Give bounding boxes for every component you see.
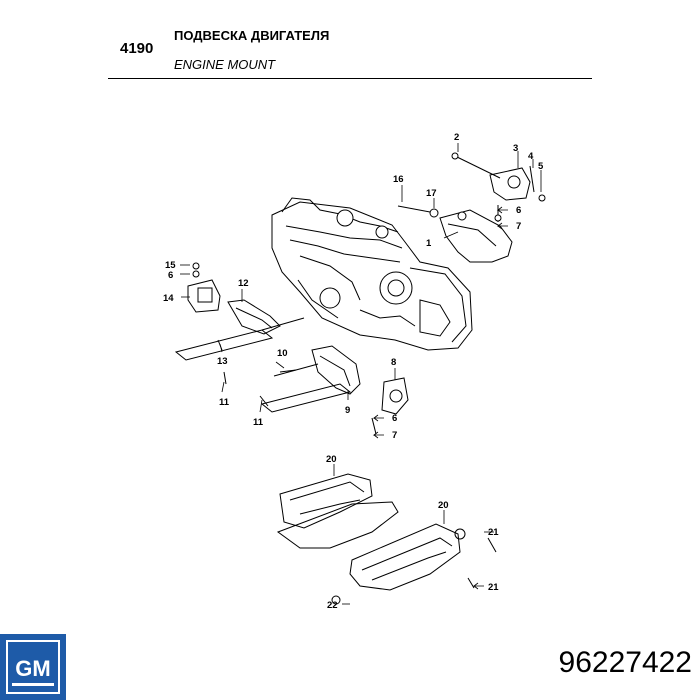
callout-16: 16 — [393, 174, 404, 185]
skid-plates — [276, 473, 497, 605]
callout-15: 15 — [165, 260, 176, 271]
callout-14: 14 — [163, 293, 174, 304]
gm-logo: GM — [0, 634, 66, 700]
upper-right-mount — [397, 152, 546, 263]
callout-10: 10 — [277, 348, 288, 359]
header-divider — [108, 78, 592, 79]
callout-13: 13 — [217, 356, 228, 367]
part-number: 96227422 — [558, 646, 692, 679]
callout-21-upper: 21 — [488, 527, 499, 538]
callout-22: 22 — [327, 600, 338, 611]
callout-5: 5 — [538, 161, 544, 172]
section-title-ru: ПОДВЕСКА ДВИГАТЕЛЯ — [174, 28, 330, 43]
callout-7-lower: 7 — [392, 430, 397, 441]
callout-11-left: 11 — [219, 397, 230, 408]
callout-6-lower: 6 — [392, 413, 397, 424]
callout-17: 17 — [426, 188, 437, 199]
callout-2: 2 — [454, 132, 459, 143]
leader-lines — [180, 143, 542, 524]
callout-labels: 1 2 3 4 5 6 7 16 17 15 6 14 12 13 11 10 … — [163, 132, 544, 611]
callout-7-upper: 7 — [516, 221, 521, 232]
gm-logo-text: GM — [15, 656, 50, 681]
callout-20-left: 20 — [326, 454, 337, 465]
callout-9: 9 — [345, 405, 350, 416]
section-code: 4190 — [120, 40, 154, 57]
callout-1: 1 — [426, 238, 432, 249]
callout-21-lower: 21 — [488, 582, 499, 593]
callout-11-center: 11 — [253, 417, 264, 428]
section-title-en: ENGINE MOUNT — [174, 57, 276, 72]
lower-center-mount — [259, 345, 409, 435]
left-mount — [174, 262, 305, 385]
engine-assembly — [271, 197, 473, 351]
callout-3: 3 — [513, 143, 518, 154]
callout-6-upper: 6 — [516, 205, 521, 216]
callout-12: 12 — [238, 278, 249, 289]
callout-4: 4 — [528, 151, 534, 162]
callout-arrows — [219, 206, 508, 605]
callout-20-right: 20 — [438, 500, 449, 511]
callout-6-left: 6 — [168, 270, 173, 281]
callout-8: 8 — [391, 357, 396, 368]
